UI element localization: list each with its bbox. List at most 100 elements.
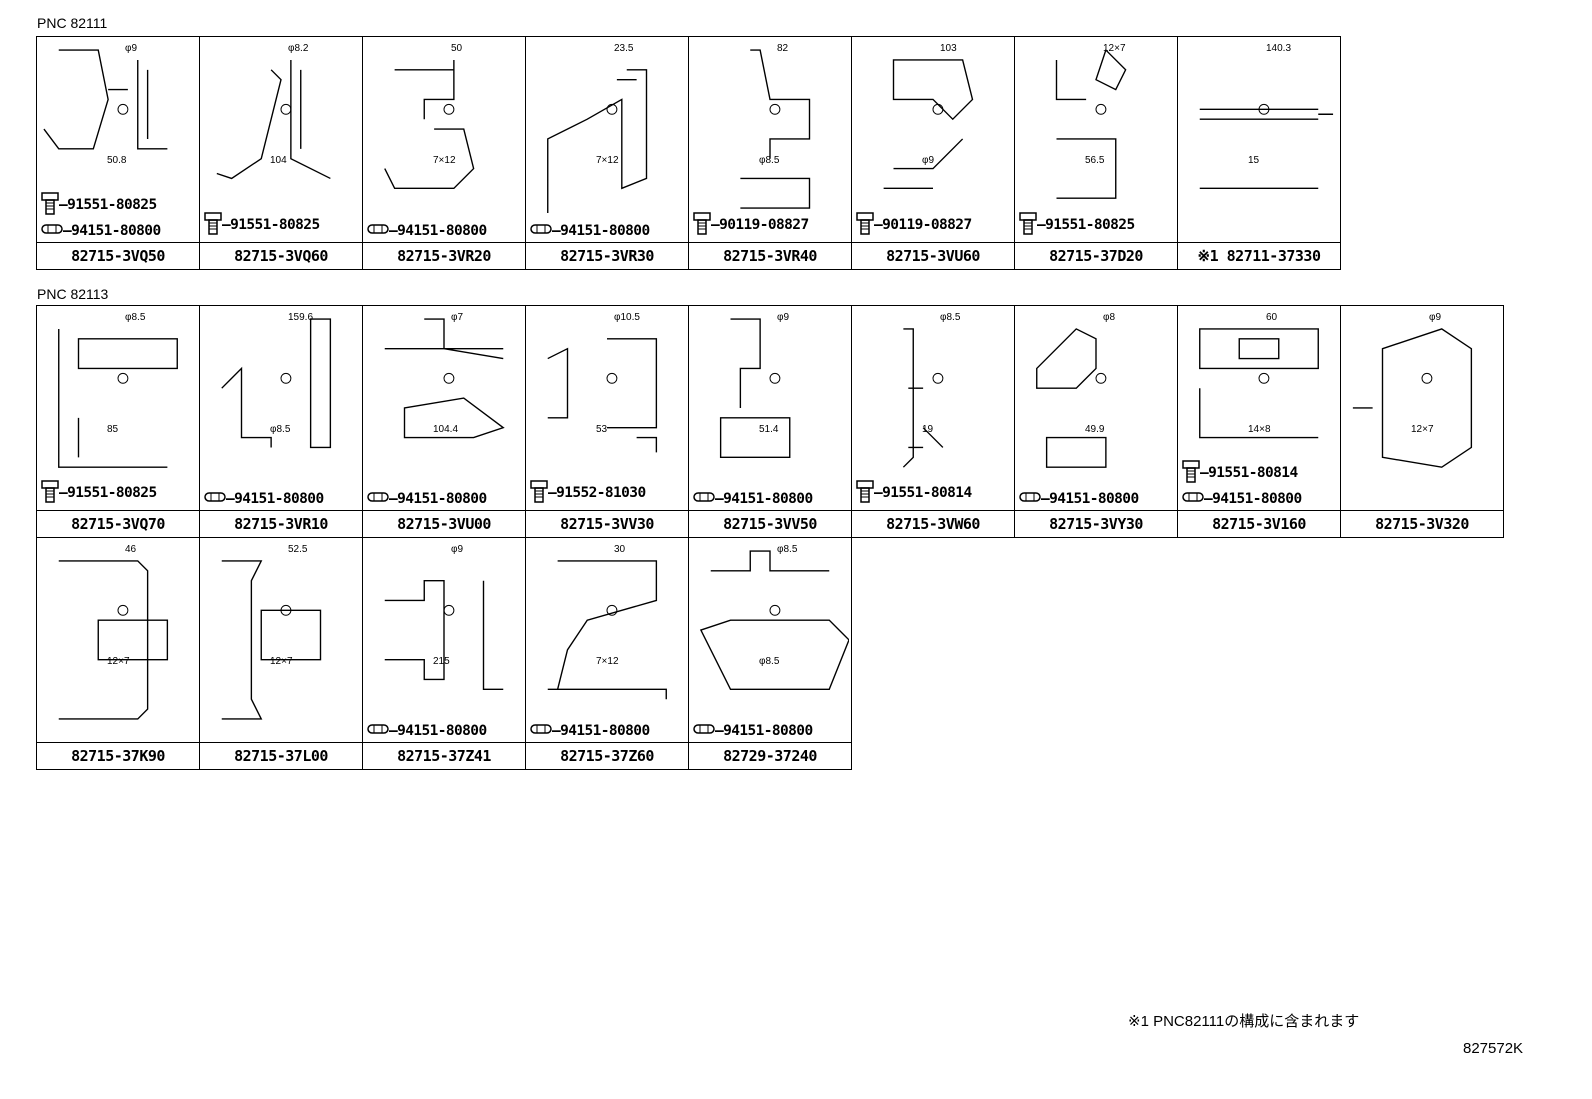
bolt-icon	[1019, 211, 1037, 239]
dimension-label: 15	[1248, 155, 1260, 166]
bracket-drawing	[547, 338, 658, 453]
bracket-drawing	[43, 49, 168, 150]
leader-line: —	[874, 217, 883, 233]
bracket-drawing	[547, 560, 667, 700]
fastener-part-number: 94151-80800	[71, 223, 161, 239]
part-number: 82715-3VR20	[363, 242, 525, 269]
dimension-label: 159.6	[288, 312, 314, 323]
leader-line: —	[222, 217, 231, 233]
part-number: 82715-37Z60	[526, 742, 688, 769]
part-number: 82715-3VR40	[689, 242, 851, 269]
clip-icon	[41, 223, 63, 239]
clip-icon	[204, 491, 226, 507]
bracket-drawing	[58, 560, 169, 720]
dimension-label: 82	[777, 43, 789, 54]
bolt-icon	[693, 211, 711, 239]
clip-icon	[693, 491, 715, 507]
clip-icon	[367, 491, 389, 507]
fastener-callout: —94151-80800	[204, 491, 360, 507]
clip-icon	[1182, 491, 1204, 507]
fastener-callout: —91551-80814	[856, 479, 1012, 507]
fastener-part-number: 91551-80814	[882, 485, 972, 501]
dimension-label: 140.3	[1266, 43, 1292, 54]
part-number: 82715-3VW60	[852, 510, 1014, 537]
dimension-label: φ8.5	[759, 656, 780, 667]
part-number: 82715-37K90	[37, 742, 199, 769]
fastener-callout: —91552-81030	[530, 479, 686, 507]
fastener-callout: —94151-80800	[367, 723, 523, 739]
fastener-part-number: 91551-80825	[67, 485, 157, 501]
fastener-part-number: 90119-08827	[719, 217, 809, 233]
part-number: 82715-3VU00	[363, 510, 525, 537]
dimension-label: φ8	[1103, 312, 1116, 323]
fastener-callout: —94151-80800	[367, 491, 523, 507]
dimension-label: φ8.5	[777, 544, 798, 555]
bolt-icon	[856, 211, 874, 239]
fastener-callout: —90119-08827	[693, 211, 849, 239]
leader-line: —	[711, 217, 720, 233]
fastener-part-number: 91552-81030	[556, 485, 646, 501]
part-number: 82729-37240	[689, 742, 851, 769]
dimension-label: 12×7	[270, 656, 293, 667]
fastener-part-number: 94151-80800	[397, 723, 487, 739]
bracket-drawing	[740, 49, 811, 209]
dimension-label: 85	[107, 424, 119, 435]
dimension-label: 7×12	[433, 155, 456, 166]
part-number: 82715-3VR10	[200, 510, 362, 537]
part-number: ※1 82711-37330	[1178, 242, 1340, 269]
leader-line: —	[389, 723, 398, 739]
fastener-part-number: 94151-80800	[397, 491, 487, 507]
clip-icon	[530, 223, 552, 239]
fastener-part-number: 94151-80800	[560, 223, 650, 239]
bolt-icon	[41, 479, 59, 507]
leader-line: —	[59, 197, 68, 213]
part-number: 82715-3V320	[1341, 510, 1503, 537]
bracket-drawing	[221, 318, 332, 449]
section-label-pnc-82113: PNC 82113	[37, 286, 109, 302]
fastener-part-number: 94151-80800	[723, 491, 813, 507]
dimension-label: 23.5	[614, 43, 634, 54]
dimension-label: 53	[596, 424, 608, 435]
fastener-part-number: 94151-80800	[560, 723, 650, 739]
fastener-callout: —91551-80814	[1182, 459, 1338, 487]
fastener-callout: —91551-80825	[1019, 211, 1175, 239]
fastener-callout: —91551-80825	[204, 211, 360, 239]
part-number: 82715-3VY30	[1015, 510, 1177, 537]
dimension-label: 7×12	[596, 155, 619, 166]
leader-line: —	[389, 491, 398, 507]
fastener-callout: —94151-80800	[693, 491, 849, 507]
dimension-label: φ8.2	[288, 43, 309, 54]
dimension-label: 51.4	[759, 424, 779, 435]
dimension-label: 19	[922, 424, 934, 435]
fastener-callout: —91551-80825	[41, 191, 197, 219]
fastener-callout: —94151-80800	[1019, 491, 1175, 507]
dimension-label: 104.4	[433, 424, 459, 435]
bracket-drawing	[883, 59, 974, 190]
dimension-label: 49.9	[1085, 424, 1105, 435]
leader-line: —	[1200, 465, 1209, 481]
dimension-label: φ9	[1429, 312, 1442, 323]
bolt-icon	[530, 479, 548, 507]
dimension-label: φ8.5	[125, 312, 146, 323]
leader-line: —	[1037, 217, 1046, 233]
clip-icon	[367, 223, 389, 239]
leader-line: —	[548, 485, 557, 501]
leader-line: —	[715, 491, 724, 507]
section-label-pnc-82111: PNC 82111	[37, 15, 108, 31]
clip-icon	[693, 723, 715, 739]
bracket-drawing	[1055, 48, 1127, 199]
bracket-drawing	[58, 328, 178, 468]
part-cell: φ8 49.9 —94151-80800 82715-3VY30	[1015, 306, 1178, 538]
leader-line: —	[552, 223, 561, 239]
dimension-label: 56.5	[1085, 155, 1105, 166]
dimension-label: 12×7	[1411, 424, 1434, 435]
diagram-code: 827572K	[1463, 1040, 1524, 1057]
fastener-callout: —94151-80800	[1182, 491, 1338, 507]
bracket-drawing	[547, 69, 648, 213]
